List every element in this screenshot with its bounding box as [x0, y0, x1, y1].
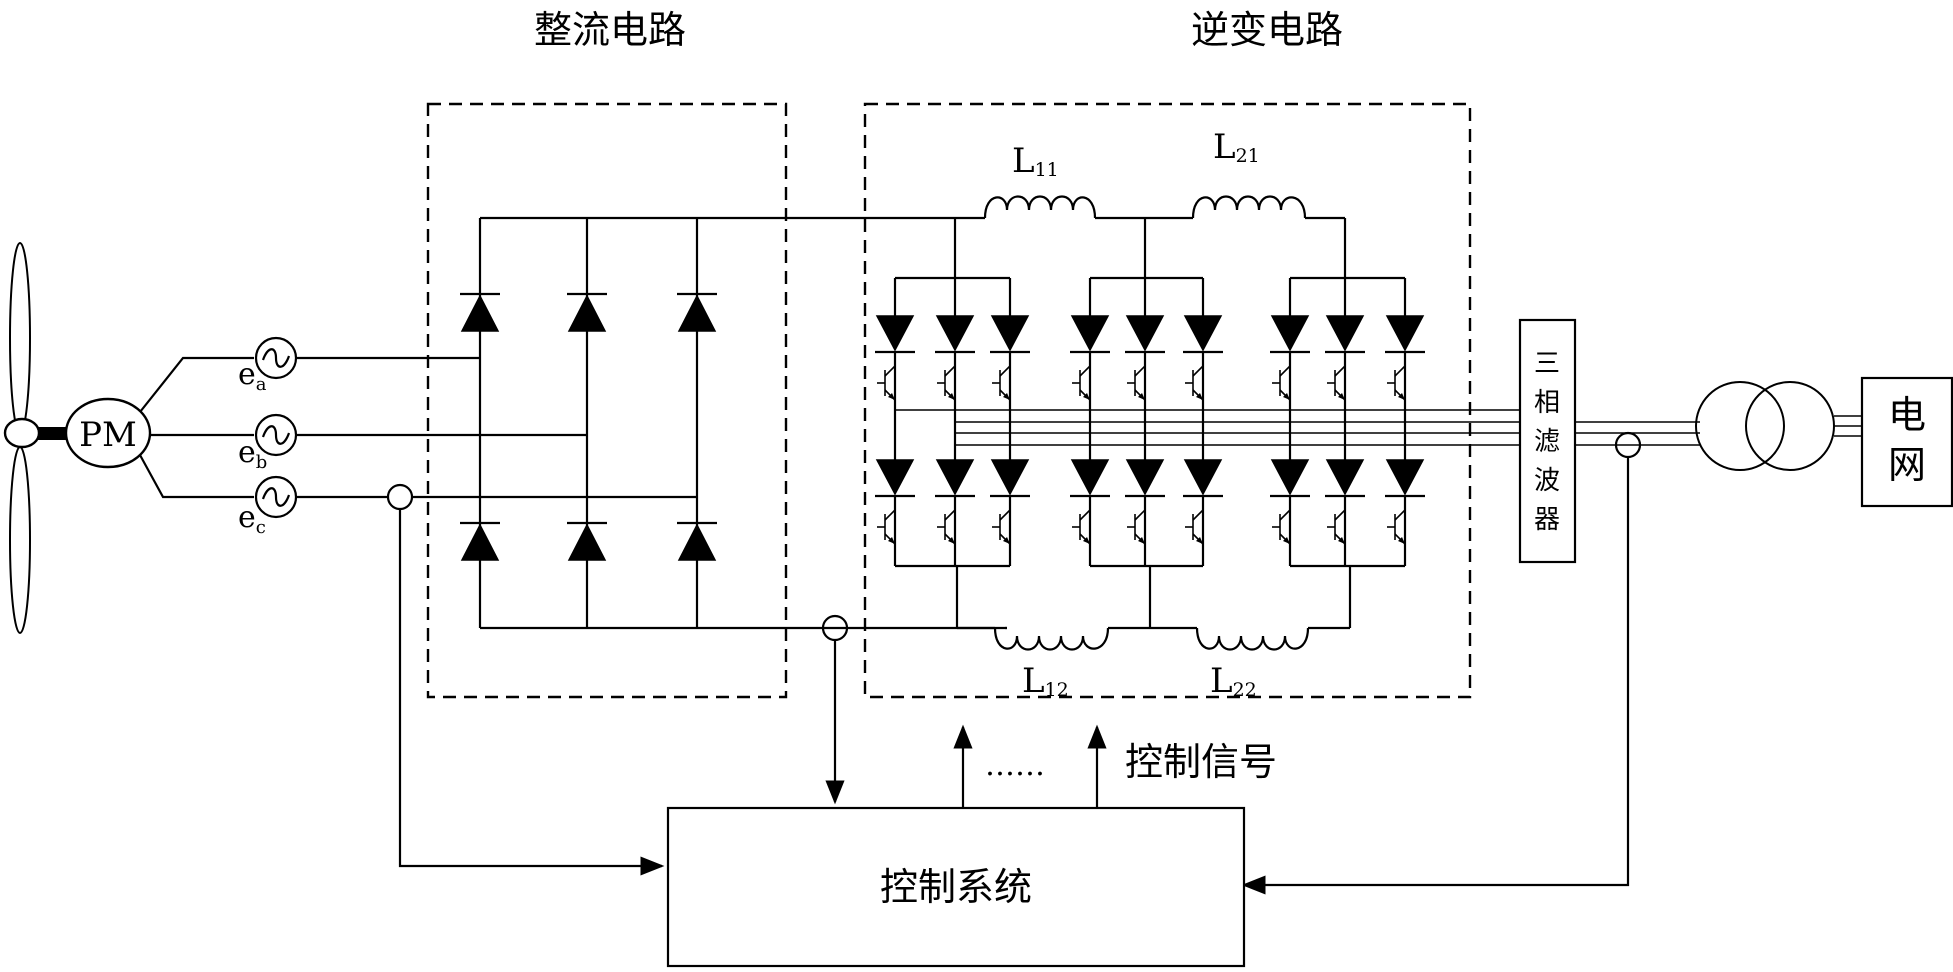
igbt-collector [1280, 366, 1290, 376]
diode-icon [1327, 316, 1363, 350]
grid-char: 网 [1888, 443, 1926, 487]
ac-source-b-icon [256, 415, 296, 455]
diode-icon [877, 316, 913, 350]
grid-char: 电 [1888, 393, 1926, 437]
ac-source-c-icon [256, 477, 296, 517]
igbt-collector [1395, 366, 1405, 376]
generator-phase-wires [140, 358, 254, 497]
diode-icon [1185, 460, 1221, 494]
control-signal-label: 控制信号 [1125, 740, 1277, 784]
power-grid: 电 网 [1862, 378, 1952, 506]
igbt-collector [1395, 510, 1405, 520]
emf-a-label: ea [238, 357, 267, 395]
diode-icon [1272, 316, 1308, 350]
filter-output-lines [1575, 422, 1700, 445]
diode-icon [992, 316, 1028, 350]
rectifier-input-wires [296, 358, 697, 497]
three-phase-filter: 三 相 滤 波 器 [1520, 320, 1575, 562]
igbt-collector [885, 510, 895, 520]
diode-icon [877, 460, 913, 494]
diode-icon [677, 294, 717, 331]
igbt-collector [1193, 366, 1203, 376]
pm-generator: PM [66, 399, 150, 467]
inductor-l21-icon [1193, 197, 1305, 219]
diode-icon [1185, 316, 1221, 350]
filter-char: 波 [1534, 466, 1560, 496]
igbt-collector [1193, 510, 1203, 520]
filter-char: 相 [1534, 388, 1560, 418]
diode-icon [937, 316, 973, 350]
igbt-collector [1080, 366, 1090, 376]
igbt-collector [1080, 510, 1090, 520]
transformer-icon [1696, 382, 1834, 470]
inductor-l21-label: L21 [1213, 127, 1260, 167]
control-system-label: 控制系统 [880, 865, 1032, 909]
control-signal-ellipsis: …… [985, 748, 1045, 783]
inductor-l12-icon [995, 628, 1108, 650]
inverter-top-bus [955, 218, 1345, 278]
ac-source-icons [256, 338, 296, 517]
inductor-l22-icon [1197, 628, 1308, 650]
diode-icon [567, 294, 607, 331]
diode-icon [1327, 460, 1363, 494]
diode-icon [1272, 460, 1308, 494]
grid-connection-lines [1834, 416, 1862, 436]
wind-turbine-icon [5, 243, 66, 633]
inductor-l12-label: L12 [1022, 661, 1069, 701]
ac-source-a-icon [256, 338, 296, 378]
inverter-bottom-bus [957, 566, 1350, 628]
rectifier-diodes [460, 294, 717, 560]
igbt-collector [945, 366, 955, 376]
generator-label: PM [79, 415, 137, 455]
diode-icon [1127, 316, 1163, 350]
filter-char: 滤 [1534, 427, 1560, 457]
inductor-l11-icon [985, 197, 1095, 219]
diode-icon [1387, 316, 1423, 350]
control-system-box: 控制系统 [668, 808, 1244, 966]
igbt-collector [1135, 366, 1145, 376]
rectifier-title: 整流电路 [534, 8, 686, 52]
current-sensor-c-icon [388, 485, 412, 509]
emf-b-label: eb [238, 435, 267, 473]
igbt-collector [1000, 510, 1010, 520]
igbt-collector [1000, 366, 1010, 376]
diode-icon [460, 294, 500, 331]
rectifier-dashed-box [428, 104, 786, 697]
igbt-collector [885, 366, 895, 376]
filter-char: 三 [1534, 349, 1560, 379]
igbt-collector [1135, 510, 1145, 520]
diode-icon [1072, 460, 1108, 494]
diode-icon [992, 460, 1028, 494]
inverter-title: 逆变电路 [1191, 8, 1343, 52]
inductor-l22-label: L22 [1210, 661, 1257, 701]
igbt-collector [1335, 366, 1345, 376]
diode-icon [1387, 460, 1423, 494]
inverter-ac-bus [895, 410, 1520, 445]
igbt-collector [1280, 510, 1290, 520]
inductor-l11-label: L11 [1012, 141, 1059, 181]
emf-c-label: ec [238, 500, 266, 538]
diode-icon [937, 460, 973, 494]
diode-icon [677, 523, 717, 560]
igbt-collector [945, 510, 955, 520]
diode-icon [1072, 316, 1108, 350]
igbt-collector [1335, 510, 1345, 520]
diode-icon [567, 523, 607, 560]
sensor-c-feedback-wire [400, 509, 662, 866]
diode-icon [1127, 460, 1163, 494]
diode-icon [460, 523, 500, 560]
filter-char: 器 [1534, 505, 1560, 535]
